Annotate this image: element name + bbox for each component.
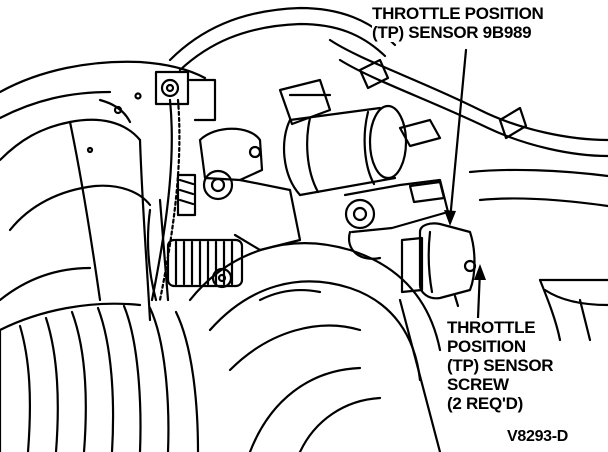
tp-screw-arrowhead [474, 264, 486, 280]
tp-sensor-callout: THROTTLE POSITION (TP) SENSOR 9B989 [372, 4, 544, 42]
upper-manifold-right [468, 168, 608, 342]
tp-screw-callout-line-5: (2 REQ'D) [447, 394, 523, 413]
tp-screw-callout-line-3: (TP) SENSOR [447, 356, 554, 375]
throttle-cable [150, 70, 217, 302]
figure-code: V8293-D [507, 427, 569, 446]
vacuum-hoses [168, 6, 608, 158]
idle-air-control-valve [282, 104, 442, 197]
tp-sensor-screw-callout: THROTTLE POSITION (TP) SENSOR SCREW (2 R… [447, 318, 554, 413]
tp-sensor-arrowhead [444, 210, 456, 226]
air-intake-tube [188, 242, 442, 452]
tp-sensor-callout-line-1: THROTTLE POSITION [372, 4, 544, 23]
intake-manifold [0, 60, 207, 322]
tp-screw-callout-line-2: POSITION [447, 337, 526, 356]
intake-air-boot [0, 302, 200, 452]
tp-sensor-callout-line-2: (TP) SENSOR 9B989 [372, 23, 532, 42]
tp-sensor [400, 222, 477, 308]
sensor-connector-lever [343, 178, 450, 260]
tp-screw-callout-line-4: SCREW [447, 375, 509, 394]
throttle-body [146, 198, 244, 302]
throttle-linkage [176, 78, 332, 252]
tp-screw-callout-line-1: THROTTLE [447, 318, 536, 337]
